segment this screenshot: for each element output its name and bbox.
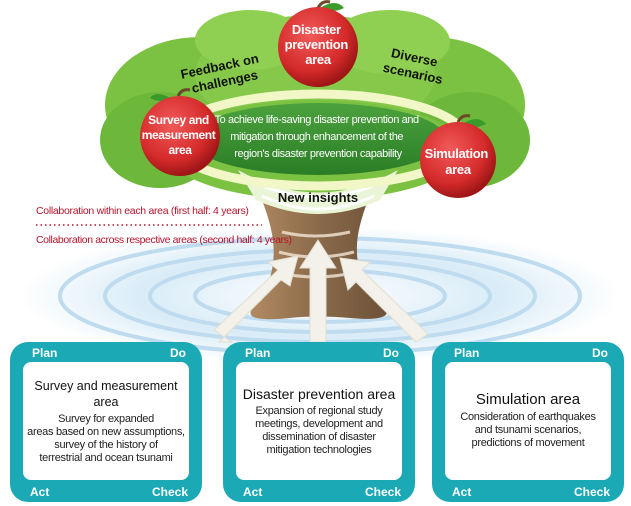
cycle-desc-3: dissemination of disaster — [262, 430, 376, 443]
act-label: Act — [30, 485, 50, 499]
goal-line-1: To achieve life-saving disaster preventi… — [215, 114, 419, 126]
apple-disaster-prevention: Disaster prevention area — [278, 0, 358, 87]
upward-arrows — [213, 239, 429, 343]
apple-left-line-2: measurement — [142, 128, 216, 142]
cycle-desc-3: predictions of movement — [471, 437, 585, 449]
cycle-desc-4: terrestrial and ocean tsunami — [39, 451, 173, 464]
do-label: Do — [383, 346, 399, 360]
cycle-desc-2: areas based on new assumptions, — [27, 425, 185, 438]
apple-left-line-1: Survey and — [148, 113, 209, 127]
check-label: Check — [151, 485, 188, 499]
do-label: Do — [170, 346, 186, 360]
apple-right-line-2: area — [445, 162, 472, 177]
cycle-content: Survey and measurement area Survey for e… — [23, 362, 189, 480]
apple-top-line-3: area — [305, 52, 332, 67]
cycle-desc-1: Consideration of earthquakes — [460, 411, 596, 423]
cycle-desc-3: survey of the history of — [54, 438, 158, 451]
apple-top-line-1: Disaster — [292, 22, 341, 37]
apple-left-line-3: area — [168, 143, 192, 157]
act-label: Act — [243, 485, 263, 499]
cycle-simulation: Plan Do Act Check Simulation area Consid… — [432, 342, 624, 502]
cycle-title: Simulation area — [475, 391, 581, 408]
cycle-title: Disaster prevention area — [242, 385, 396, 402]
act-label: Act — [452, 485, 472, 499]
apple-survey-measurement: Survey and measurement area — [140, 88, 220, 176]
new-insights-label: New insights — [278, 190, 358, 205]
cycle-content: Disaster prevention area Expansion of re… — [236, 362, 402, 480]
cycle-desc-2: and tsunami scenarios, — [474, 424, 582, 436]
goal-oval — [190, 103, 446, 175]
svg-text:Survey and measurement: Survey and measurement area — [142, 113, 219, 157]
cycle-desc-2: meetings, development and — [255, 417, 383, 430]
apple-simulation: Simulation area — [420, 114, 496, 198]
check-label: Check — [364, 485, 401, 499]
collab-second-half: Collaboration across respective areas (s… — [36, 234, 292, 246]
cycle-title: Survey and measurement area — [34, 378, 178, 409]
cycle-content: Simulation area Consideration of earthqu… — [445, 362, 611, 480]
goal-line-2: mitigation through enhancement of the — [230, 131, 403, 143]
collab-first-half: Collaboration within each area (first ha… — [36, 205, 249, 217]
goal-line-3: region's disaster prevention capability — [234, 148, 402, 160]
cycle-disaster-prevention: Plan Do Act Check Disaster prevention ar… — [223, 342, 415, 502]
svg-text:To achieve life-saving disaste: To achieve life-saving disaster preventi… — [215, 114, 422, 160]
apple-top-line-2: prevention — [285, 37, 349, 52]
cycle-desc-1: Survey for expanded — [58, 412, 154, 425]
plan-label: Plan — [245, 346, 271, 360]
plan-label: Plan — [454, 346, 480, 360]
do-label: Do — [592, 346, 608, 360]
check-label: Check — [573, 485, 610, 499]
cycle-survey-measurement: Plan Do Act Check Survey and measurement… — [10, 342, 202, 502]
svg-text:Disaster prevention: Disaster prevention area — [285, 22, 352, 67]
plan-label: Plan — [32, 346, 58, 360]
svg-text:Simulation area: Simulation area — [425, 146, 492, 177]
apple-right-line-1: Simulation — [425, 146, 489, 161]
cycle-desc-4: mitigation technologies — [266, 443, 372, 456]
cycle-desc-1: Expansion of regional study — [255, 404, 383, 417]
